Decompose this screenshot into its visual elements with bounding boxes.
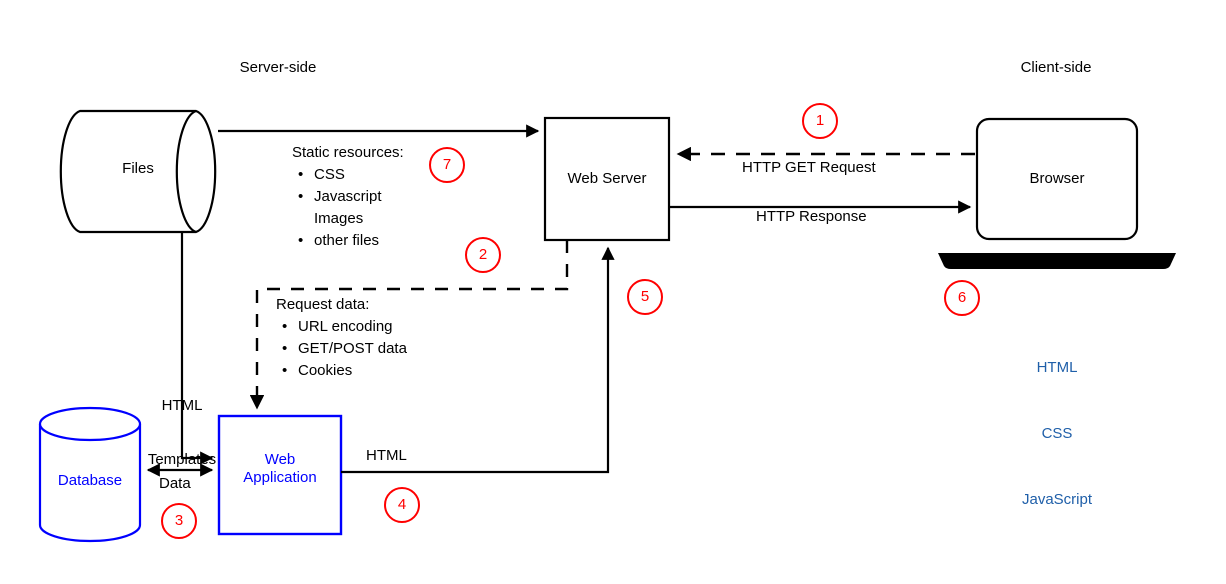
files-node-label: Files (122, 160, 154, 177)
html-templates-line2: Templates (147, 451, 217, 468)
server-side-title: Server-side (239, 59, 317, 76)
static-resources-item-2: Images (314, 210, 364, 227)
static-resources-title: Static resources: (292, 144, 404, 161)
client-tech-html: HTML (1036, 359, 1078, 376)
http-get-request-label: HTTP GET Request (742, 159, 876, 176)
http-response-label: HTTP Response (756, 208, 867, 225)
database-node-shape (38, 406, 142, 543)
request-data-item-0: URL encoding (276, 316, 407, 338)
static-resources-item-3: other files (292, 230, 404, 252)
request-data-block: Request data: URL encoding GET/POST data… (276, 294, 407, 382)
web-application-node-shape (217, 414, 343, 536)
client-tech-stack: HTML CSS JavaScript (986, 313, 1128, 555)
edge-files-to-web-application (180, 232, 214, 465)
client-side-title: Client-side (1020, 59, 1092, 76)
static-resources-block: Static resources: CSS Javascript Images … (292, 142, 404, 252)
edge-web-server-to-web-application-dashed (249, 240, 569, 410)
client-tech-css: CSS (1041, 425, 1073, 442)
request-data-title: Request data: (276, 296, 370, 313)
data-edge-label: Data (159, 475, 191, 492)
edge-web-application-to-web-server (341, 246, 615, 474)
client-tech-javascript: JavaScript (1021, 491, 1093, 508)
step-marker-4: 4 (384, 487, 420, 523)
web-server-node-shape (543, 116, 671, 242)
step-marker-5: 5 (627, 279, 663, 315)
html-templates-line1: HTML (161, 397, 203, 414)
files-node-shape (59, 109, 217, 234)
static-resources-item-0: CSS (292, 164, 404, 186)
step-marker-2: 2 (465, 237, 501, 273)
step-marker-7: 7 (429, 147, 465, 183)
database-node-label: Database (57, 472, 123, 489)
step-marker-6: 6 (944, 280, 980, 316)
static-resources-item-1: Javascript (292, 186, 404, 208)
browser-node-shape (938, 117, 1176, 269)
html-templates-label: HTML Templates (130, 361, 234, 505)
web-application-label-line1: Web (264, 451, 296, 468)
step-marker-3: 3 (161, 503, 197, 539)
web-server-node-label: Web Server (567, 170, 647, 187)
browser-node-label: Browser (1029, 170, 1085, 187)
html-edge-label: HTML (366, 447, 407, 464)
request-data-item-2: Cookies (276, 360, 407, 382)
web-application-node-label: Web Application (219, 451, 341, 487)
web-application-label-line2: Application (243, 469, 317, 486)
request-data-item-1: GET/POST data (276, 338, 407, 360)
step-marker-1: 1 (802, 103, 838, 139)
